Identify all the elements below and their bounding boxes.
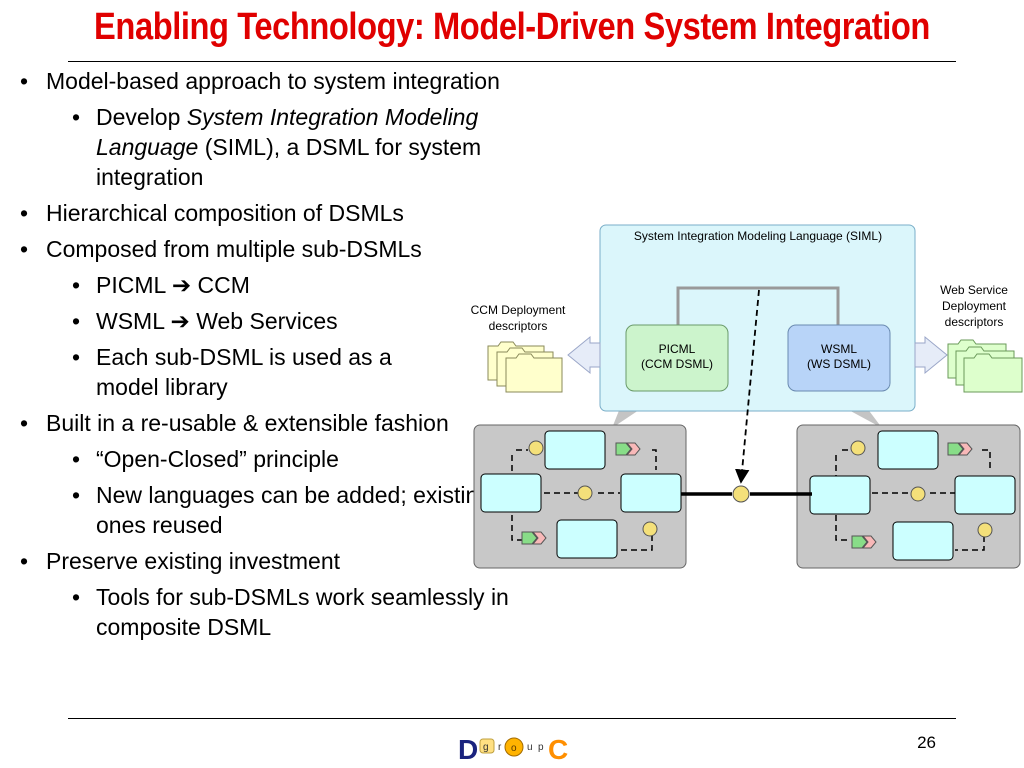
siml-to-adapter-arrow xyxy=(735,289,760,484)
page-number: 26 xyxy=(917,733,936,752)
doc-group-logo: D g r o u p C xyxy=(458,734,568,763)
ccm-descriptor-folders-icon xyxy=(487,341,563,393)
wsml-box xyxy=(787,324,891,392)
logo-letter-r: r xyxy=(498,742,502,753)
bullet-item: Built in a re-usable & extensible fashio… xyxy=(0,408,520,438)
logo-letter-c: C xyxy=(548,734,568,763)
ws-descriptor-folders-icon xyxy=(947,339,1023,393)
port-icon xyxy=(577,485,593,501)
right-block-arrow xyxy=(914,335,948,375)
picml-sublabel: (CCM DSML) xyxy=(641,357,713,371)
right-arrow-icon: ➔ xyxy=(170,308,190,334)
ws-descriptors-label: Web Service xyxy=(940,283,1008,297)
ccm-assembly-panel xyxy=(473,424,687,569)
logo-letter-u: u xyxy=(527,742,533,753)
wsml-label: WSML xyxy=(821,342,857,356)
siml-connector xyxy=(676,286,840,328)
bullet-item: Preserve existing investment xyxy=(0,546,520,576)
event-port-icon xyxy=(861,535,877,549)
title-underline xyxy=(68,61,956,62)
bullet-item: Model-based approach to system integrati… xyxy=(0,66,520,96)
sub-bullet-item: New languages can be added; existing one… xyxy=(0,480,520,540)
ccm-descriptors-label: CCM Deployment xyxy=(471,303,566,317)
component-box xyxy=(480,473,542,513)
component-box xyxy=(544,430,606,470)
footer-rule xyxy=(68,718,956,719)
event-port-icon xyxy=(615,442,632,456)
logo-letter-p: p xyxy=(538,742,544,753)
port-icon xyxy=(528,440,544,456)
event-port-icon xyxy=(851,535,868,549)
ws-descriptors-label: descriptors xyxy=(945,315,1004,329)
sub-bullet-item: PICML ➔ CCM xyxy=(0,270,520,300)
component-box xyxy=(877,430,939,470)
right-arrow-icon: ➔ xyxy=(171,272,192,298)
event-port-icon xyxy=(521,531,538,545)
port-icon xyxy=(642,521,658,537)
logo-letter-o: o xyxy=(511,743,517,754)
sub-bullet-item: Each sub-DSML is used as a model library xyxy=(0,342,520,402)
logo-letter-g: g xyxy=(483,742,489,753)
picml-box xyxy=(625,324,729,392)
sub-bullet-item: Develop System Integration Modeling Lang… xyxy=(0,102,520,192)
logo-letter-d: D xyxy=(458,734,478,763)
sub-bullet-item: WSML ➔ Web Services xyxy=(0,306,520,336)
event-port-icon xyxy=(531,531,547,545)
sub-bullet-item: “Open-Closed” principle xyxy=(0,444,520,474)
ws-assembly-panel xyxy=(796,424,1021,569)
siml-label: System Integration Modeling Language (SI… xyxy=(634,229,882,243)
left-block-arrow xyxy=(567,335,601,375)
ccm-descriptors-label: descriptors xyxy=(489,319,548,333)
wsml-sublabel: (WS DSML) xyxy=(807,357,871,371)
bullet-item: Composed from multiple sub-DSMLs xyxy=(0,234,520,264)
component-box xyxy=(556,519,618,559)
component-box xyxy=(809,475,871,515)
ws-descriptors-label: Deployment xyxy=(942,299,1007,313)
picml-label: PICML xyxy=(659,342,696,356)
port-icon xyxy=(850,440,866,456)
port-icon xyxy=(910,486,926,502)
event-port-icon xyxy=(957,442,973,456)
slide-title: Enabling Technology: Model-Driven System… xyxy=(94,6,930,48)
event-port-icon xyxy=(625,442,641,456)
component-box xyxy=(620,473,682,513)
component-box xyxy=(892,521,954,561)
sub-bullet-item: Tools for sub-DSMLs work seamlessly in c… xyxy=(0,582,520,642)
bullet-item: Hierarchical composition of DSMLs xyxy=(0,198,520,228)
component-box xyxy=(954,475,1016,515)
bullet-list: Model-based approach to system integrati… xyxy=(0,66,520,648)
adapter-port-icon xyxy=(732,485,750,503)
port-icon xyxy=(977,522,993,538)
event-port-icon xyxy=(947,442,964,456)
